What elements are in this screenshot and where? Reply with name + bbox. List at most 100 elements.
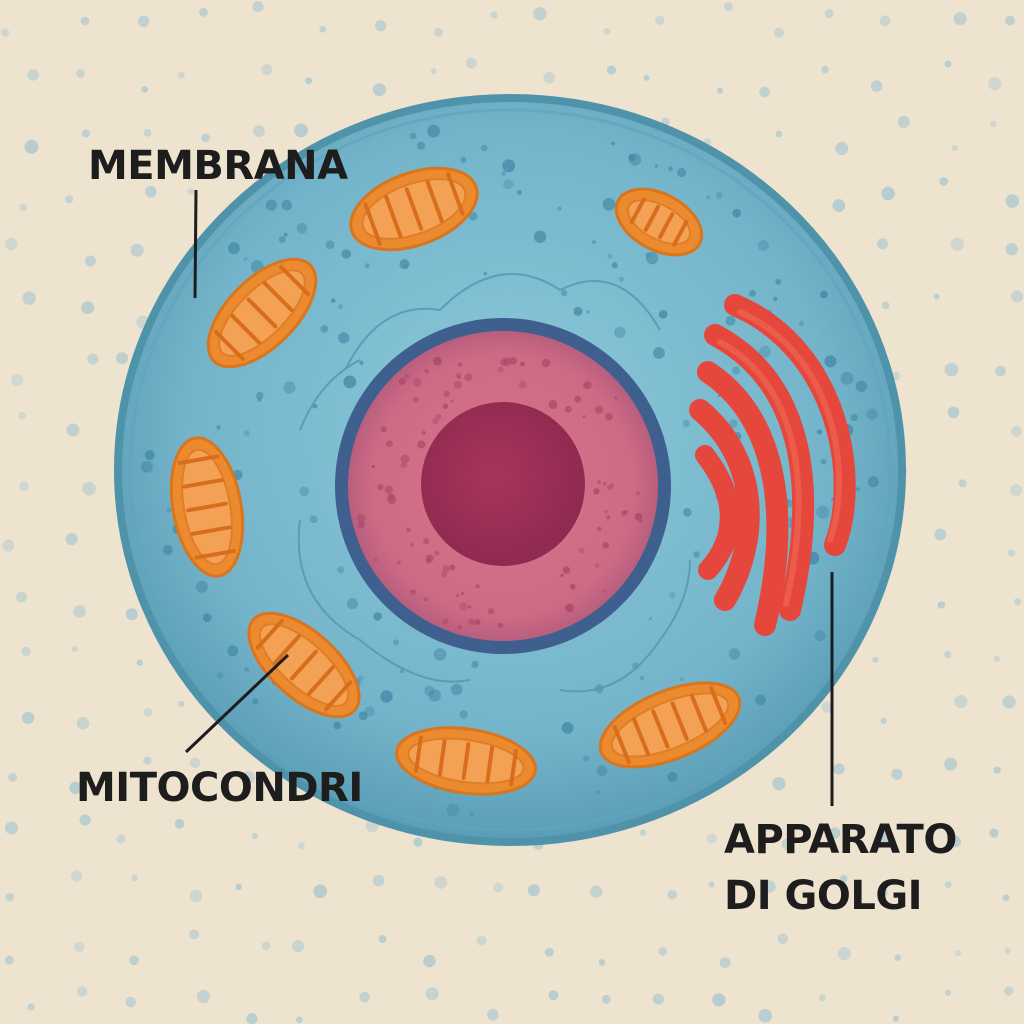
chromatin-granule: [442, 618, 449, 625]
cytoplasm-granule: [658, 310, 668, 319]
cytoplasm-granule: [533, 230, 547, 243]
chromatin-granule: [621, 510, 627, 516]
chromatin-granule: [372, 557, 378, 563]
cytoplasm-granule: [428, 689, 441, 702]
background-speck: [138, 15, 150, 27]
label-membrana: MEMBRANA: [88, 143, 348, 189]
cytoplasm-granule: [427, 124, 441, 138]
chromatin-granule: [594, 405, 604, 414]
background-speck: [434, 876, 448, 889]
background-speck: [177, 71, 185, 79]
background-speck: [253, 125, 265, 137]
background-speck: [18, 412, 26, 420]
cytoplasm-granule: [645, 252, 651, 258]
cytoplasm-granule: [256, 391, 264, 400]
chromatin-granule: [614, 396, 618, 400]
cell-membrane-inner: [128, 108, 892, 832]
cytoplasm-granule: [648, 617, 653, 621]
background-speck: [81, 129, 90, 138]
cytoplasm-granule: [725, 315, 736, 326]
chromatin-granule: [594, 563, 600, 569]
background-speck: [87, 353, 99, 365]
background-speck: [21, 711, 35, 725]
chromatin-granule: [468, 605, 472, 609]
background-speck: [658, 947, 668, 956]
cytoplasm-granule: [364, 706, 375, 717]
background-speck: [76, 69, 85, 78]
chromatin-granule: [560, 573, 564, 578]
background-speck: [950, 237, 965, 251]
cytoplasm-granule: [331, 298, 336, 303]
background-speck: [136, 659, 143, 666]
golgi-cisterna-highlight: [737, 309, 842, 543]
cytoplasm-granule: [252, 698, 259, 705]
background-speck: [892, 1015, 899, 1022]
cytoplasm-granule: [503, 179, 514, 190]
cytoplasm-granule: [216, 425, 221, 430]
chromatin-granule: [413, 378, 422, 387]
cytoplasm-granule: [516, 190, 522, 195]
background-speck: [891, 768, 903, 780]
background-speck: [130, 243, 144, 257]
background-speck: [375, 20, 387, 32]
cytoplasm-granule: [775, 278, 782, 285]
chromatin-granule: [406, 527, 411, 532]
background-speck: [425, 987, 439, 1001]
cytoplasm-granule: [227, 645, 239, 657]
chromatin-granule: [520, 361, 525, 367]
cytoplasm-granule: [469, 811, 475, 817]
cytoplasm-granule: [399, 259, 410, 270]
cytoplasm-granule: [669, 592, 676, 599]
background-speck: [189, 929, 199, 940]
cytoplasm-granule: [814, 630, 826, 642]
background-speck: [821, 65, 829, 74]
background-speck: [8, 773, 18, 782]
background-speck: [990, 120, 997, 128]
mitochondrion: [247, 611, 361, 719]
background-speck: [261, 64, 273, 76]
cytoplasm-granule: [244, 667, 250, 672]
golgi-cisterna: [697, 361, 789, 636]
cytoplasm-granule: [586, 310, 590, 314]
background-speck: [881, 186, 895, 201]
background-speck: [958, 479, 967, 488]
background-speck: [143, 756, 152, 765]
chromatin-granule: [357, 521, 366, 529]
background-speck: [143, 707, 153, 717]
chromatin-granule: [487, 608, 495, 615]
cytoplasm-granule: [195, 580, 208, 593]
background-speck: [1009, 484, 1023, 497]
background-speck: [373, 83, 386, 97]
chromatin-granule: [602, 542, 609, 549]
cytoplasm-granule: [628, 154, 635, 160]
cytoplasm-granule: [392, 639, 399, 646]
cytoplasm-granule: [820, 290, 828, 299]
background-speck: [953, 12, 967, 26]
cytoplasm-granule: [403, 264, 408, 269]
background-speck: [196, 989, 210, 1004]
chromatin-granule: [468, 618, 475, 625]
cytoplasm-granule: [732, 208, 742, 218]
cytoplasm-granule: [583, 755, 590, 762]
background-speck: [829, 827, 841, 839]
background-speck: [988, 77, 1002, 91]
cytoplasm-granule: [471, 660, 479, 669]
cytoplasm-granule: [141, 461, 153, 473]
background-speck: [313, 884, 328, 899]
background-speck: [548, 990, 559, 1001]
background-speck: [22, 291, 36, 305]
background-speck: [16, 591, 27, 603]
chromatin-granule: [475, 584, 480, 589]
background-speck: [433, 27, 443, 37]
background-speck: [143, 129, 152, 137]
cytoplasm-granule: [337, 566, 345, 574]
chromatin-granule: [634, 512, 643, 521]
cytoplasm-granule: [820, 458, 827, 465]
chromatin-granule: [421, 430, 426, 435]
cytoplasm-granule: [483, 272, 487, 276]
background-speck: [775, 130, 783, 138]
chromatin-granule: [433, 356, 442, 366]
chromatin-granule: [443, 390, 450, 397]
background-speck: [423, 954, 436, 968]
